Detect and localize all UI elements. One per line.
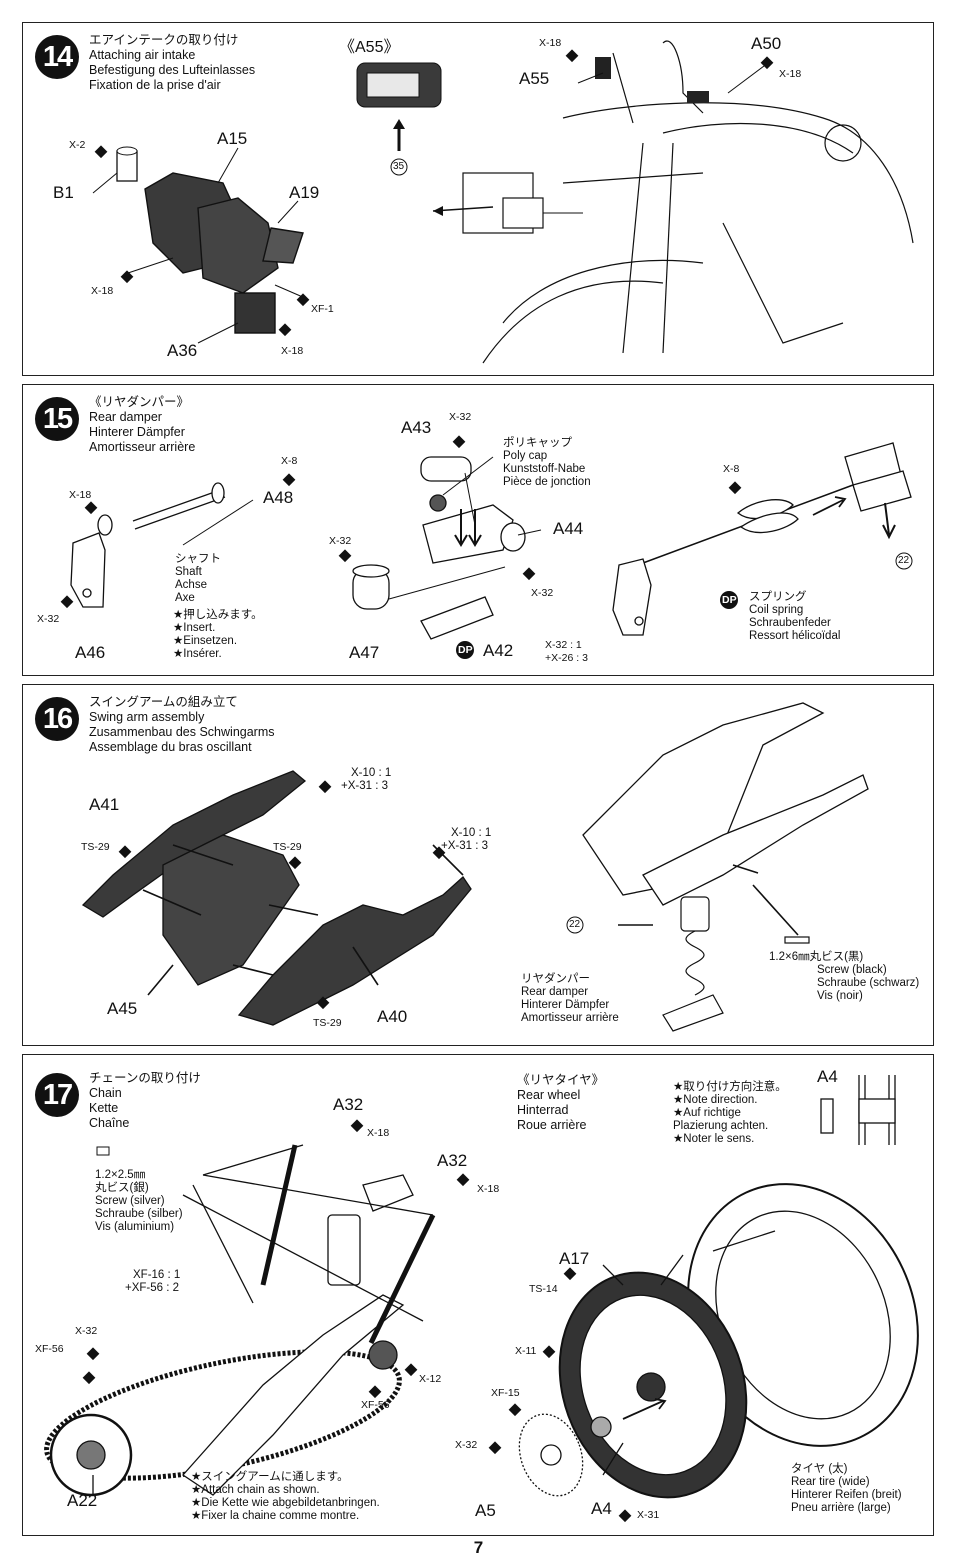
label-a41: A41	[89, 795, 120, 814]
fastener-x11: X-11	[515, 1345, 537, 1357]
label-a19: A19	[289, 183, 320, 202]
label-a47: A47	[349, 643, 380, 662]
paint-mix-2: X-10 : 1 +X-31 : 3	[441, 827, 492, 852]
rear-damper-label: リヤダンパー Rear damper Hinterer Dämpfer Amor…	[521, 973, 619, 1024]
step-14-badge: 14	[35, 35, 79, 79]
chain-wheel-illustration	[44, 1075, 919, 1523]
insert-note: ★押し込みます。 ★Insert. ★Einsetzen. ★Insérer.	[173, 609, 263, 660]
rear-tire-label: タイヤ (太) Rear tire (wide) Hinterer Reifen…	[791, 1463, 902, 1514]
paint-mix-1: X-10 : 1 +X-31 : 3	[341, 767, 392, 792]
label-a48: A48	[263, 488, 294, 507]
page-number: 7	[473, 1538, 484, 1557]
fastener-x2: X-2	[69, 139, 86, 151]
label-a40: A40	[377, 1007, 408, 1026]
ref-circle-22: 22	[898, 555, 910, 566]
rear-damper-illustration	[60, 435, 913, 659]
fastener-ts29-b: TS-29	[273, 841, 302, 853]
label-a36: A36	[167, 341, 198, 360]
rear-wheel-title: 《リヤタイヤ》 Rear wheel Hinterrad Roue arrièr…	[517, 1073, 605, 1132]
fastener-xf15: XF-15	[491, 1387, 520, 1399]
label-a32-a: A32	[333, 1095, 364, 1114]
fastener-x8-a: X-8	[281, 455, 298, 467]
fastener-x18-a: X-18	[91, 285, 114, 297]
step-16-title: スイングアームの組み立て Swing arm assembly Zusammen…	[89, 695, 275, 754]
step-15-title: 《リヤダンパー》 Rear damper Hinterer Dämpfer Am…	[89, 395, 196, 454]
fastener-ts29-a: TS-29	[81, 841, 110, 853]
fastener-ts29-c: TS-29	[313, 1017, 342, 1029]
fastener-x18-a: X-18	[367, 1127, 390, 1139]
direction-note: ★取り付け方向注意。 ★Note direction. ★Auf richtig…	[673, 1081, 787, 1145]
polycap-label: ポリキャップ Poly cap Kunststoff-Nabe Pièce de…	[503, 437, 591, 488]
fastener-x32-d: X-32	[449, 411, 472, 423]
screw-silver-label: 1.2×2.5㎜ 丸ビス(銀) Screw (silver) Schraube …	[95, 1169, 183, 1233]
fastener-x32-a: X-32	[75, 1325, 98, 1337]
label-a55: A55	[519, 69, 550, 88]
fastener-x32-b: X-32	[455, 1439, 478, 1451]
label-a44: A44	[553, 519, 584, 538]
label-a32-b: A32	[437, 1151, 468, 1170]
step-14-panel: 14 エアインテークの取り付け Attaching air intake Bef…	[22, 22, 934, 376]
step-17-badge: 17	[35, 1073, 79, 1117]
fastener-x18-d: X-18	[779, 68, 802, 80]
fastener-xf56-b: XF-56	[361, 1399, 390, 1411]
fastener-x18-b: X-18	[281, 345, 304, 357]
swing-arm-chain-note: ★スイングアームに通します。 ★Attach chain as shown. ★…	[191, 1471, 380, 1522]
step-14-title: エアインテークの取り付け Attaching air intake Befest…	[89, 33, 256, 92]
ref-circle-22: 22	[569, 919, 581, 930]
label-a22: A22	[67, 1491, 98, 1510]
label-a4-a: A4	[591, 1499, 612, 1518]
paint-mix-chain: XF-16 : 1 +XF-56 : 2	[125, 1269, 181, 1294]
label-a45: A45	[107, 999, 138, 1018]
fastener-x32-a: X-32	[37, 613, 60, 625]
step-17-title: チェーンの取り付け Chain Kette Chaîne	[89, 1071, 201, 1130]
step-17-panel: 17 チェーンの取り付け Chain Kette Chaîne	[22, 1054, 934, 1536]
ref-circle-35: 35	[393, 161, 405, 172]
label-a55-inset: 《A55》	[339, 39, 400, 56]
label-a42: A42	[483, 641, 514, 660]
step-15-panel: 15 《リヤダンパー》 Rear damper Hinterer Dämpfer…	[22, 384, 934, 676]
coil-spring-label: スプリング Coil spring Schraubenfeder Ressort…	[749, 591, 841, 642]
shaft-label: シャフト Shaft Achse Axe	[175, 553, 221, 604]
fastener-x8-b: X-8	[723, 463, 740, 475]
dp-mark-a42: DP	[458, 644, 473, 656]
label-a43: A43	[401, 418, 432, 437]
fastener-x18-b: X-18	[477, 1183, 500, 1195]
fastener-xf1: XF-1	[311, 303, 334, 315]
fastener-x31: X-31	[637, 1509, 660, 1521]
label-a4-inset: A4	[817, 1067, 838, 1086]
fastener-ts14: TS-14	[529, 1283, 558, 1295]
step-16-badge: 16	[35, 697, 79, 741]
fastener-x32-c: X-32	[531, 587, 554, 599]
fastener-x12: X-12	[419, 1373, 442, 1385]
swing-arm-illustration	[81, 702, 869, 1032]
label-a50: A50	[751, 34, 782, 53]
a42-paint-mix: X-32 : 1 +X-26 : 3	[545, 639, 588, 664]
step-16-panel: 16 スイングアームの組み立て Swing arm assembly Zusam…	[22, 684, 934, 1046]
label-a15: A15	[217, 129, 248, 148]
air-intake-illustration	[92, 40, 914, 364]
fastener-x32-b: X-32	[329, 535, 352, 547]
label-a5: A5	[475, 1501, 496, 1520]
screw-black-label: 1.2×6㎜丸ビス(黒) Screw (black) Schraube (sch…	[769, 951, 920, 1002]
dp-mark-spring: DP	[722, 594, 737, 606]
fastener-xf56-a: XF-56	[35, 1343, 64, 1355]
label-a46: A46	[75, 643, 106, 662]
label-a17: A17	[559, 1249, 590, 1268]
label-b1: B1	[53, 183, 74, 202]
fastener-x18-c: X-18	[539, 37, 562, 49]
step-15-badge: 15	[35, 397, 79, 441]
fastener-x18: X-18	[69, 489, 92, 501]
